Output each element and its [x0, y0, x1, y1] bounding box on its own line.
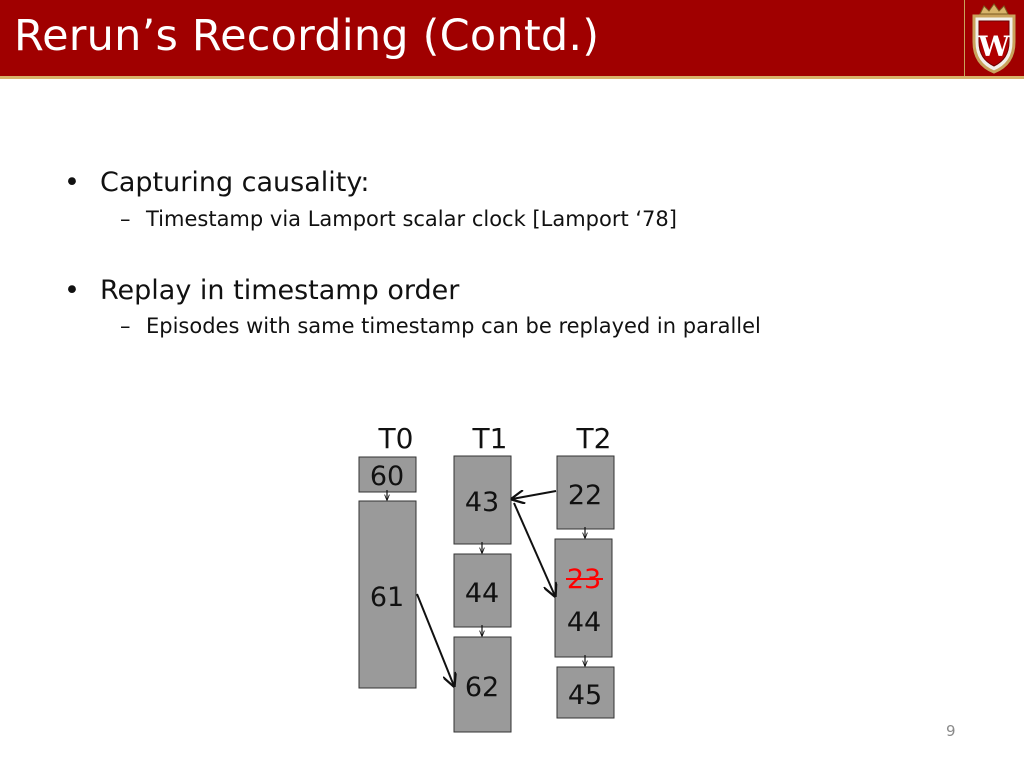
thread-label-t0: T0 [378, 422, 414, 455]
episode-ts-t1-44: 44 [465, 578, 499, 609]
university-crest-logo: W [964, 0, 1024, 76]
episode-ts-t0-60: 60 [370, 461, 404, 492]
episode-ts-t2-45: 45 [568, 680, 602, 711]
sub-bullet-marker: – [120, 314, 131, 338]
episode-box-t2-44 [554, 538, 613, 658]
title-bar [0, 0, 1024, 76]
episode-ts-t0-61: 61 [370, 582, 404, 613]
causality-arrow-61-to-62 [416, 593, 454, 686]
bullet-1-text: Capturing causality: [100, 167, 370, 198]
bullet-2-text: Replay in timestamp order [100, 275, 460, 306]
title-underline [0, 76, 1024, 79]
sub-bullet-1: –Timestamp via Lamport scalar clock [Lam… [120, 205, 677, 233]
episode-box-t2-45 [556, 666, 615, 719]
sub-bullet-2-text: Episodes with same timestamp can be repl… [146, 314, 761, 338]
episode-box-t2-22 [556, 455, 615, 530]
sub-bullet-1-text: Timestamp via Lamport scalar clock [Lamp… [146, 207, 677, 231]
episode-ts-t2-22: 22 [568, 480, 602, 511]
episode-box-t1-62 [453, 636, 512, 733]
sub-bullet-marker: – [120, 207, 131, 231]
bullet-2: • Replay in timestamp order [64, 274, 459, 308]
episode-box-t0-61 [358, 500, 417, 689]
crest-letter: W [977, 30, 1010, 63]
episode-ts-t1-62: 62 [465, 672, 499, 703]
bullet-marker: • [64, 275, 80, 306]
sub-bullet-2: –Episodes with same timestamp can be rep… [120, 312, 761, 340]
episode-ts-t1-43: 43 [465, 487, 499, 518]
bullet-1: • Capturing causality: [64, 166, 370, 200]
episode-box-t1-44 [453, 553, 512, 628]
slide-title: Rerun’s Recording (Contd.) [14, 11, 600, 61]
bullet-marker: • [64, 167, 80, 198]
episode-box-t1-43 [453, 455, 512, 545]
thread-label-t1: T1 [472, 422, 508, 455]
causality-arrow-43-to-44 [513, 502, 555, 596]
page-number: 9 [946, 722, 956, 740]
episode-ts-t2-new: 44 [567, 607, 601, 638]
causality-arrow-22-to-43 [512, 491, 557, 499]
thread-label-t2: T2 [576, 422, 612, 455]
